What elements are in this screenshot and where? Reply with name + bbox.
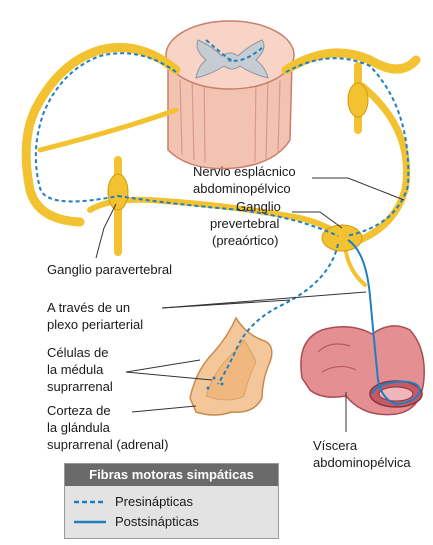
presynaptic-fiber-splanchnic — [117, 195, 339, 237]
leader-celulas-b — [125, 359, 201, 373]
presynaptic-fiber-left — [34, 52, 177, 203]
fibers — [34, 39, 422, 406]
label-corteza-glandula: Corteza de la glándula suprarrenal (adre… — [47, 402, 168, 453]
viscus — [300, 325, 425, 416]
paravertebral-ganglion — [107, 173, 129, 211]
leader-ganglio-paravertebral — [95, 203, 117, 259]
label-line: plexo periarterial — [47, 317, 144, 332]
legend-item-label: Postsinápticas — [115, 514, 199, 529]
right-paravertebral-ganglion — [347, 82, 369, 118]
label-viscera: Víscera abdominopélvica — [313, 437, 411, 471]
grey-matter — [195, 39, 269, 79]
viscus-fold — [317, 343, 357, 373]
leader-ganglio-prevertebral — [292, 211, 343, 229]
label-line: la glándula — [47, 420, 110, 435]
label-line: Ganglio — [236, 199, 281, 214]
label-line: suprarrenal — [47, 379, 113, 394]
label-line: (preaórtico) — [212, 233, 279, 248]
presynaptic-fiber-adrenal — [217, 243, 339, 385]
label-ganglio-paravertebral: Ganglio paravertebral — [47, 261, 172, 278]
label-line: abdominopélvica — [313, 455, 411, 470]
chromaffin-cell — [220, 382, 224, 386]
ganglion-down-branch — [344, 250, 367, 287]
leader-lines — [95, 177, 405, 432]
label-plexo-periarterial: A través de un plexo periarterial — [47, 299, 143, 333]
label-line: la médula — [47, 362, 104, 377]
leader-plexo-b — [161, 291, 367, 309]
label-celulas-medula: Células de la médula suprarrenal — [47, 344, 113, 395]
label-line: Víscera — [313, 438, 358, 453]
label-line: Células de — [47, 345, 109, 360]
postsynaptic-fiber — [347, 239, 422, 406]
presynaptic-fiber-right — [285, 57, 410, 237]
presynaptic-fiber-cord — [205, 39, 263, 62]
label-line: prevertebral — [210, 216, 280, 231]
leader-nervio — [312, 177, 405, 201]
solid-line-icon — [74, 520, 106, 524]
label-line: Nervio esplácnico — [193, 164, 296, 179]
right-loop-nerve — [356, 82, 411, 244]
spinal-cord-rootlets — [179, 71, 281, 163]
chromaffin-cell — [212, 376, 216, 380]
left-upper-nerve — [37, 107, 179, 153]
leader-celulas-a — [125, 371, 213, 381]
label-line: suprarrenal (adrenal) — [47, 437, 169, 452]
legend-item-label: Presinápticas — [115, 494, 194, 509]
label-line: Ganglio paravertebral — [47, 262, 173, 277]
adrenal-gland — [189, 316, 273, 416]
dashed-line-icon — [74, 500, 106, 504]
adrenal-medulla — [205, 339, 257, 401]
legend: Fibras motoras simpáticas Presinápticas … — [64, 463, 279, 539]
label-ganglio-prevertebral: Ganglio prevertebral (preaórtico) — [210, 198, 281, 249]
leader-corteza — [131, 405, 197, 413]
viscus-lumen — [378, 386, 414, 402]
spinal-nerve-left — [21, 43, 181, 227]
label-line: A través de un — [47, 300, 131, 315]
spinal-cord — [165, 20, 295, 170]
label-line: Corteza de — [47, 403, 111, 418]
chromaffin-cell — [206, 386, 210, 390]
label-line: abdominopélvico — [193, 181, 291, 196]
spinal-nerve-right — [281, 48, 421, 75]
legend-title: Fibras motoras simpáticas — [65, 464, 278, 486]
label-nervio-esplacnico: Nervio esplácnico abdominopélvico — [193, 163, 296, 197]
